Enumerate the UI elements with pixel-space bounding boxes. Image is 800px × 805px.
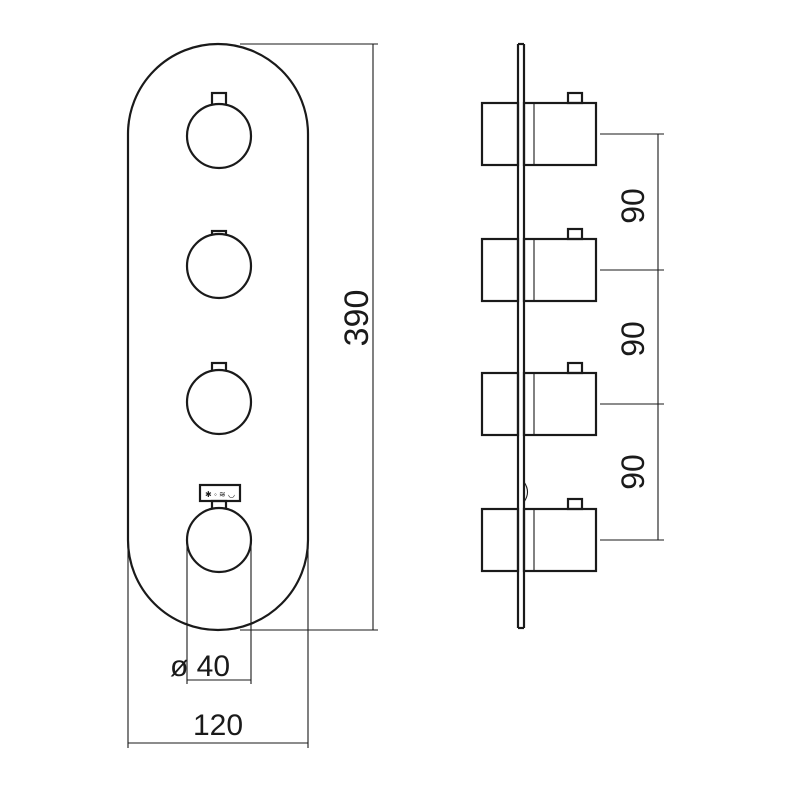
front-knob-3 xyxy=(185,361,253,436)
spacing-label-3: 90 xyxy=(615,454,651,490)
height-dim-label: 390 xyxy=(338,290,376,347)
side-knob-3-front xyxy=(522,371,598,437)
spacing-label-2: 90 xyxy=(615,321,651,357)
side-knob-4 xyxy=(480,497,598,573)
side-plate-indicator-bump xyxy=(523,481,529,503)
spacing-label-1: 90 xyxy=(615,188,651,224)
knob-3-circle xyxy=(185,368,253,436)
front-knob-1 xyxy=(185,91,253,170)
side-knob-1-front xyxy=(522,101,598,167)
side-knob-3 xyxy=(480,361,598,437)
side-knob-2-tab xyxy=(566,227,584,241)
side-knob-3-tab xyxy=(566,361,584,375)
width-dimension: 120 xyxy=(127,475,309,748)
side-knob-1-tab xyxy=(566,91,584,105)
width-dim-label: 120 xyxy=(193,709,243,742)
side-knob-1-back xyxy=(480,101,520,167)
side-knob-4-back xyxy=(480,507,520,573)
side-knob-4-tab xyxy=(566,497,584,511)
knob-2-circle xyxy=(185,232,253,300)
side-view xyxy=(480,42,598,630)
diameter-dim-label: ø 40 xyxy=(170,650,230,683)
front-knob-2 xyxy=(185,229,253,300)
side-knob-2-front xyxy=(522,237,598,303)
indicator-label-text: ✱ ◦ ≋ ◡ xyxy=(205,490,235,499)
spacing-dimensions: 90 90 90 xyxy=(600,133,664,541)
side-knob-3-back xyxy=(480,371,520,437)
side-knob-2 xyxy=(480,227,598,303)
front-view: ✱ ◦ ≋ ◡ xyxy=(126,42,310,632)
front-knob-4: ✱ ◦ ≋ ◡ xyxy=(185,483,253,574)
height-dimension: 390 xyxy=(240,43,378,631)
side-knob-4-front xyxy=(522,507,598,573)
knob-1-circle xyxy=(185,102,253,170)
side-knob-1 xyxy=(480,91,598,167)
knob-diameter-dimension: ø 40 xyxy=(170,540,252,684)
front-plate-outline xyxy=(126,42,310,632)
knob-4-circle xyxy=(185,506,253,574)
side-knob-2-back xyxy=(480,237,520,303)
